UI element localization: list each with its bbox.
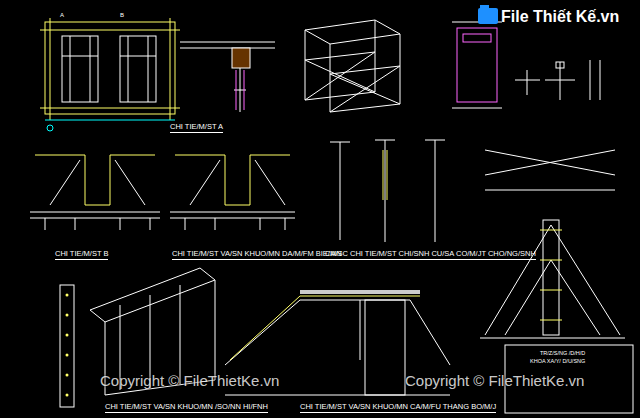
- letter-mark: B: [120, 12, 124, 19]
- copyright-watermark: Copyright © FileThietKe.vn: [100, 373, 279, 390]
- title-block-text: TR/Z/S/NG /D/H/D: [540, 350, 585, 356]
- detail-title: CHI TIE/M/ST VA/SN KHUO/MN /SO/NN HI/FNH: [105, 403, 268, 413]
- watermark: File Thiết Kế.vn: [501, 8, 619, 26]
- detail-title: CA/SC CHI TIE/M/ST CHI/SNH CU/SA CO/M/JT…: [325, 250, 536, 260]
- detail-title: CHI TIE/M/ST VA/SN KHUO/MN DA/M/FM BIE/M…: [172, 250, 342, 260]
- detail-title: CHI TIE/M/ST B: [55, 250, 108, 260]
- detail-title: CHI TIE/M/ST A: [170, 123, 223, 133]
- detail-title: CHI TIE/M/ST VA/SN KHUO/MN CA/M/FU THANG…: [300, 403, 496, 413]
- copyright-watermark: Copyright © FileThietKe.vn: [405, 373, 584, 390]
- title-block-text: KHOA XA/Y/ D/U/SNG: [530, 358, 585, 364]
- letter-mark: A: [60, 12, 64, 19]
